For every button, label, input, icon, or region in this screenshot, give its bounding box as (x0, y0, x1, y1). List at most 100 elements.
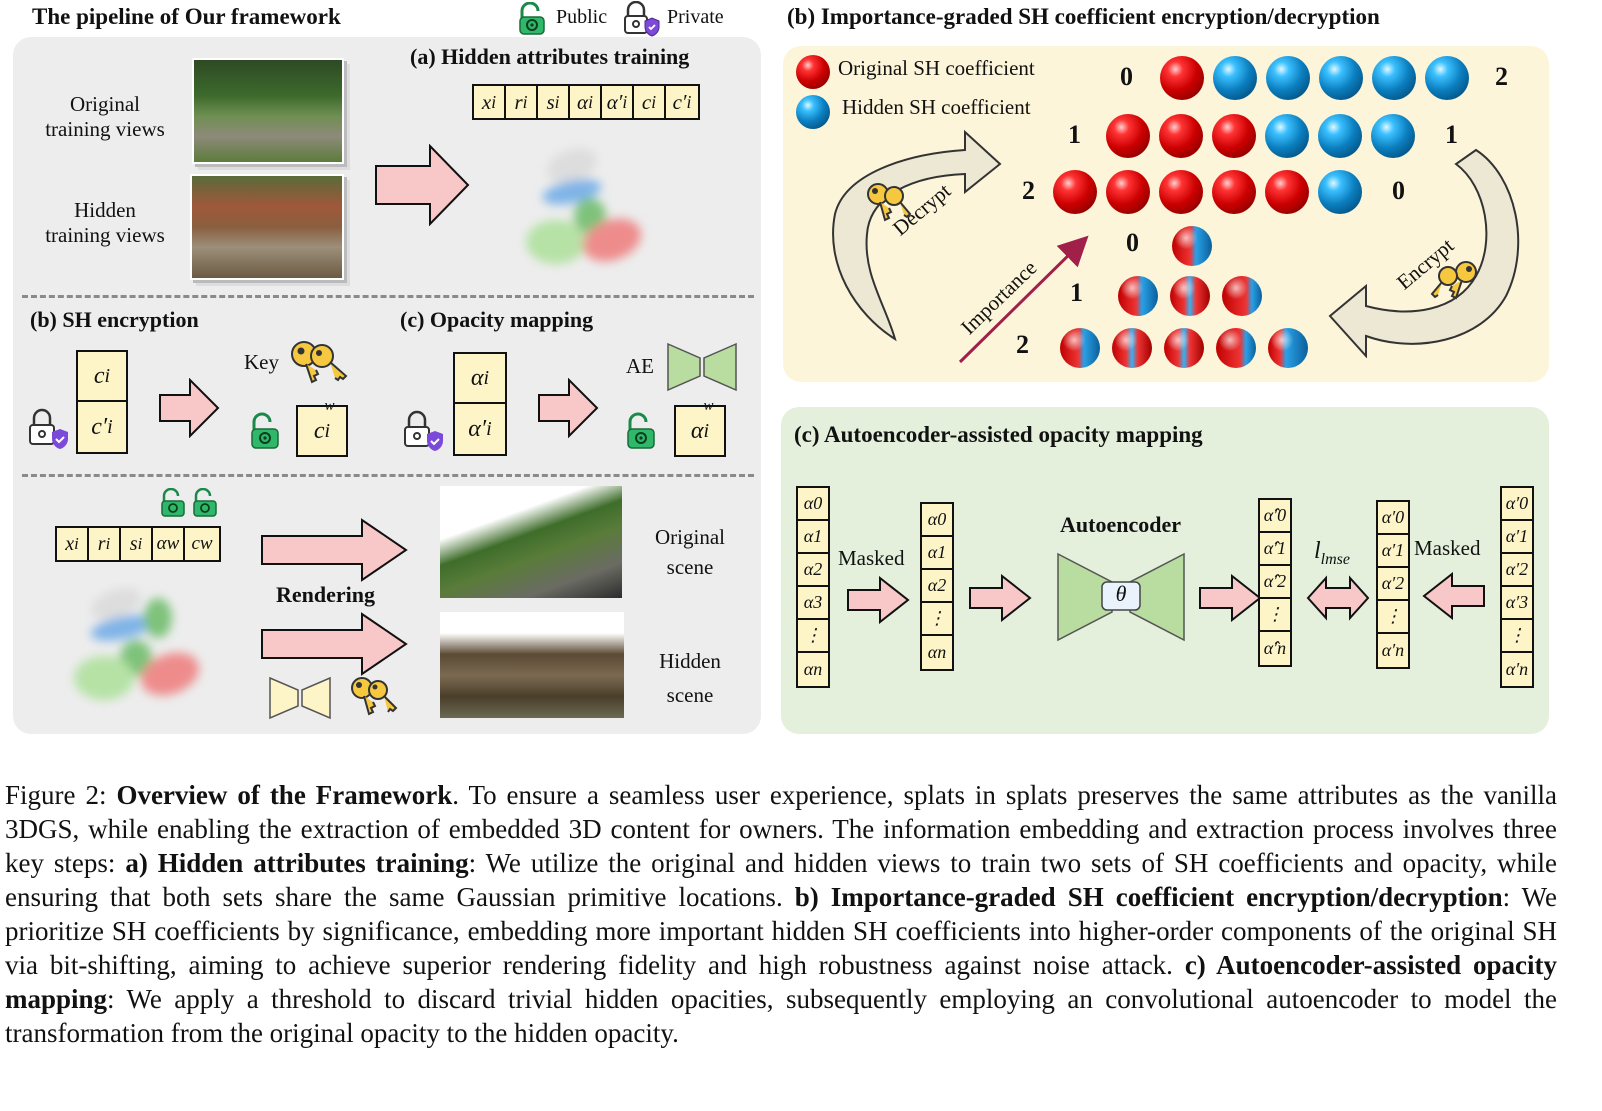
private-lock-icon (29, 408, 68, 449)
sh-order-label: 0 (1126, 228, 1139, 257)
encrypted-sh-sphere (1164, 328, 1204, 368)
sh-c-prime: c′i (78, 402, 126, 452)
target-opacity-cell: α′1 (1378, 535, 1408, 568)
hidden-opacity-cell: ⋮ (1502, 620, 1532, 653)
hidden-sh-sphere (1318, 114, 1362, 158)
mapping-arrow-icon (538, 378, 599, 438)
loss-double-arrow-icon (1306, 575, 1370, 621)
sh-order-label: 2 (1016, 330, 1029, 359)
render-hidden-arrow-icon (261, 612, 408, 676)
gaussian-splats-icon (526, 148, 642, 264)
target-opacity-cell: α′2 (1378, 568, 1408, 601)
public-lock-icon (193, 488, 217, 517)
target-opacity-cell: ⋮ (1378, 601, 1408, 634)
predicted-opacity-cell: α̂′1 (1260, 533, 1290, 566)
encrypted-sh-sphere (1216, 328, 1256, 368)
opacity-cell: α1 (798, 521, 828, 554)
opacity-cell: α1 (922, 537, 952, 570)
encode-arrow-icon (969, 574, 1032, 622)
opacity-cell: α2 (922, 570, 952, 603)
final-attr-c-w: cw (185, 528, 219, 560)
key-icon (351, 677, 398, 716)
target-opacity-cell: α′0 (1378, 502, 1408, 535)
original-sh-sphere (1160, 56, 1204, 100)
sh-order-label: 1 (1068, 120, 1081, 149)
public-lock-icon (161, 488, 185, 517)
public-lock-icon (627, 412, 655, 449)
hidden-sh-sphere (1319, 56, 1363, 100)
hidden-views-image (190, 174, 344, 280)
sh-encryption-title: (b) SH encryption (30, 307, 199, 332)
opacity-cell: ⋮ (798, 620, 828, 653)
predicted-opacity-cell: ⋮ (1260, 599, 1290, 632)
legend-original-label: Original SH coefficient (838, 56, 1035, 80)
encrypt-arrow-icon (159, 378, 220, 438)
opacity-cell: α3 (798, 587, 828, 620)
legend-hidden-label: Hidden SH coefficient (842, 95, 1031, 119)
panel-b-title: (b) Importance-graded SH coefficient enc… (787, 4, 1380, 29)
render-original-arrow-icon (261, 518, 408, 582)
attr-alpha-prime: α′i (602, 86, 634, 118)
legend-hidden-sphere (796, 95, 830, 129)
original-sh-sphere (1106, 114, 1150, 158)
opacity-cell: α0 (922, 504, 952, 537)
sh-order-label: 0 (1120, 62, 1133, 91)
autoencoder-label: Autoencoder (1060, 512, 1181, 537)
private-lock-icon (624, 1, 660, 37)
panel-c-title: (c) Autoencoder-assisted opacity mapping (794, 422, 1203, 447)
hidden-sh-sphere (1318, 170, 1362, 214)
final-attr-alpha-w: αw (153, 528, 185, 560)
pipeline-title: The pipeline of Our framework (32, 4, 341, 29)
predicted-opacity-cell: α̂′n (1260, 632, 1290, 665)
opacity-mapping-title: (c) Opacity mapping (400, 307, 594, 332)
figure-caption: Figure 2: Overview of the Framework. To … (5, 780, 1557, 1048)
legend-original-sphere (796, 55, 830, 89)
encrypted-sh-sphere (1060, 328, 1100, 368)
masked-right-arrow-icon (1422, 572, 1485, 620)
encrypted-sh-sphere (1112, 328, 1152, 368)
public-label: Public (556, 6, 608, 28)
sh-order-label: 1 (1070, 278, 1083, 307)
encrypted-sh-sphere (1172, 226, 1212, 266)
original-sh-sphere (1053, 170, 1097, 214)
masked-arrow-icon (847, 576, 910, 624)
hidden-attributes-training-title: (a) Hidden attributes training (410, 44, 690, 69)
private-lock-icon (404, 410, 443, 451)
hidden-sh-sphere (1213, 56, 1257, 100)
hidden-sh-sphere (1425, 56, 1469, 100)
encrypted-sh-sphere (1268, 328, 1308, 368)
decode-arrow-icon (1199, 574, 1262, 622)
training-arrow-icon (375, 144, 470, 226)
hidden-sh-sphere (1371, 114, 1415, 158)
opacity-alpha-prime: α′i (455, 404, 505, 454)
encrypted-sh-sphere (1118, 276, 1158, 316)
original-sh-sphere (1106, 170, 1150, 214)
opacity-cell: α2 (798, 554, 828, 587)
original-views-image (192, 58, 344, 164)
original-scene-image (440, 486, 622, 598)
opacity-cell: αn (798, 653, 828, 686)
theta-label: θ (1115, 581, 1127, 606)
hidden-opacity-cell: α′1 (1502, 521, 1532, 554)
ae-label: AE (626, 354, 654, 378)
